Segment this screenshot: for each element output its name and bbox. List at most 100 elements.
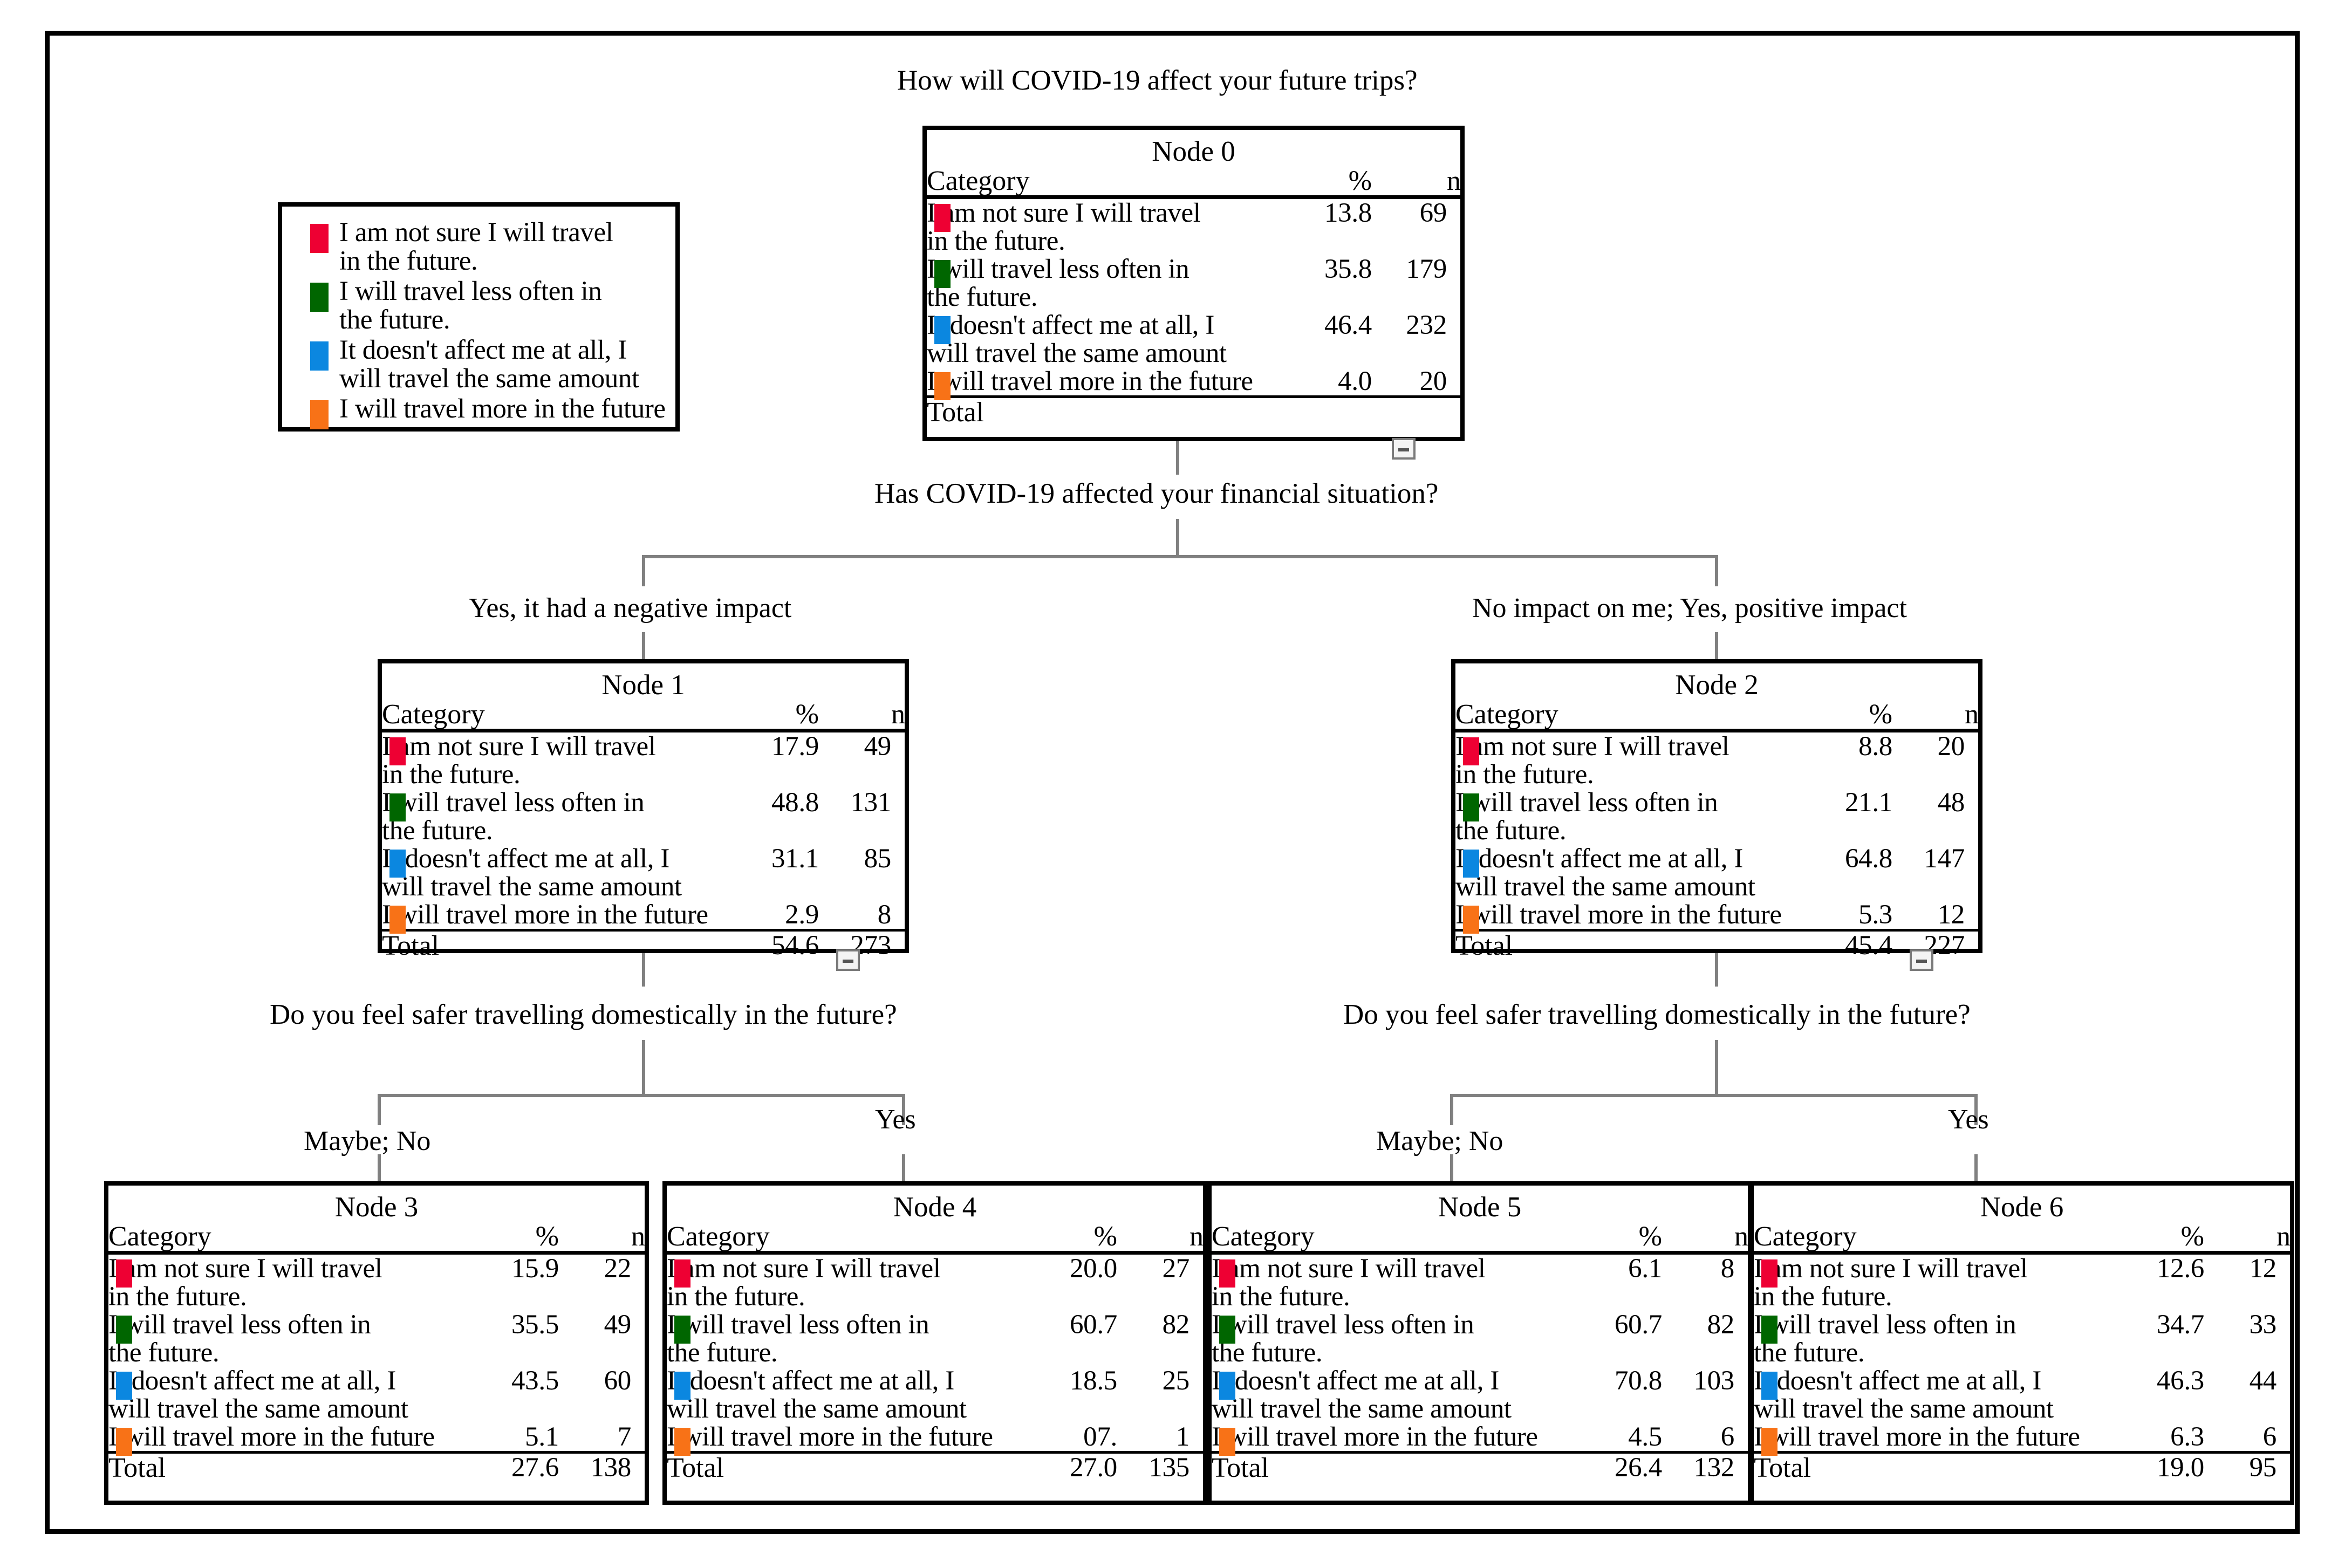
table-total-row: Total 19.0 95 bbox=[1754, 1453, 2291, 1483]
category-label: It doesn't affect me at all, I will trav… bbox=[1754, 1366, 2054, 1425]
n-value: 20 bbox=[1419, 366, 1447, 397]
category-label: It doesn't affect me at all, I will trav… bbox=[1455, 844, 1755, 902]
collapse-button-node-2[interactable] bbox=[1910, 949, 1933, 971]
node-5-title: Node 5 bbox=[1438, 1192, 1522, 1223]
category-label: I am not sure I will travel in the futur… bbox=[382, 731, 656, 790]
swatch-icon bbox=[116, 1259, 132, 1288]
connector-line bbox=[378, 1094, 381, 1125]
node-2-box[interactable]: Node 2 Category % n I am not sure I will… bbox=[1451, 659, 1982, 961]
connector-line bbox=[1176, 441, 1179, 475]
total-label: Total bbox=[1455, 930, 1513, 962]
connector-line bbox=[1715, 1040, 1718, 1095]
connector-line bbox=[1715, 555, 1718, 586]
node-3-box[interactable]: Node 3 Category % n I am not sure I will… bbox=[104, 1181, 649, 1505]
node-0-box[interactable]: Node 0 Category % n I am not sure I will… bbox=[922, 126, 1465, 441]
category-label: I will travel less often in the future. bbox=[1754, 1310, 2016, 1368]
category-label: It doesn't affect me at all, I will trav… bbox=[927, 310, 1227, 369]
connector-line bbox=[902, 1154, 905, 1182]
category-label: I am not sure I will travel in the futur… bbox=[667, 1254, 941, 1312]
split-2-question: Do you feel safer travelling domesticall… bbox=[1343, 999, 1971, 1030]
header-percent: % bbox=[1638, 1221, 1662, 1252]
n-value: 82 bbox=[1162, 1310, 1190, 1340]
swatch-icon bbox=[116, 1372, 132, 1400]
category-label: I will travel less often in the future. bbox=[667, 1310, 929, 1368]
node-6-box[interactable]: Node 6 Category % n I am not sure I will… bbox=[1749, 1181, 2294, 1505]
node-1-title: Node 1 bbox=[601, 669, 685, 701]
category-label: I will travel less often in the future. bbox=[927, 254, 1189, 313]
table-row: It doesn't affect me at all, I will trav… bbox=[1455, 845, 1979, 901]
percent-value: 5.3 bbox=[1858, 900, 1892, 930]
node-5-box[interactable]: Node 5 Category % n I am not sure I will… bbox=[1207, 1181, 1752, 1505]
table-row: It doesn't affect me at all, I will trav… bbox=[667, 1367, 1204, 1423]
split-2-branch-label-left: Maybe; No bbox=[1376, 1126, 1503, 1156]
total-label: Total bbox=[667, 1453, 724, 1484]
percent-value: 2.9 bbox=[785, 900, 819, 930]
table-total-row: Total 26.4 132 bbox=[1212, 1453, 1748, 1483]
minus-icon bbox=[1916, 960, 1927, 963]
total-label: Total bbox=[108, 1453, 166, 1484]
percent-value: 6.3 bbox=[2170, 1422, 2204, 1453]
n-value: 22 bbox=[604, 1254, 632, 1284]
root-question-label: How will COVID-19 affect your future tri… bbox=[897, 65, 1418, 96]
table-row: I will travel less often in the future. … bbox=[1212, 1311, 1748, 1367]
swatch-icon bbox=[1463, 906, 1479, 934]
percent-value: 48.8 bbox=[771, 788, 819, 818]
node-1-box[interactable]: Node 1 Category % n I am not sure I will… bbox=[378, 659, 909, 961]
header-n: n bbox=[891, 699, 905, 730]
table-row: It doesn't affect me at all, I will trav… bbox=[927, 311, 1461, 367]
table-row: I will travel more in the future 4.5 6 bbox=[1212, 1423, 1748, 1456]
n-value: 1 bbox=[1175, 1422, 1190, 1453]
total-n: 132 bbox=[1693, 1453, 1734, 1483]
table-total-row: Total 27.0 135 bbox=[667, 1453, 1204, 1483]
n-value: 12 bbox=[1937, 900, 1965, 930]
swatch-icon bbox=[1761, 1316, 1777, 1344]
swatch-icon bbox=[1219, 1372, 1235, 1400]
legend-list: I am not sure I will travel in the futur… bbox=[304, 218, 670, 430]
header-n: n bbox=[1447, 166, 1461, 196]
table-row: I am not sure I will travel in the futur… bbox=[382, 731, 905, 789]
swatch-icon bbox=[934, 316, 951, 345]
table-row: I will travel more in the future 4.0 20 bbox=[927, 366, 1461, 401]
collapse-button-node-0[interactable] bbox=[1392, 438, 1416, 460]
category-label: I am not sure I will travel in the futur… bbox=[927, 198, 1201, 257]
total-n: 138 bbox=[590, 1453, 631, 1483]
header-percent: % bbox=[535, 1221, 559, 1252]
percent-value: 31.1 bbox=[771, 844, 819, 874]
swatch-icon bbox=[1219, 1259, 1235, 1288]
table-row: I will travel more in the future 2.9 8 bbox=[382, 900, 905, 934]
category-label: I will travel more in the future bbox=[108, 1423, 456, 1456]
swatch-icon bbox=[1219, 1316, 1235, 1344]
collapse-button-node-1[interactable] bbox=[836, 949, 860, 971]
n-value: 60 bbox=[604, 1366, 632, 1396]
category-label: I will travel less often in the future. bbox=[1212, 1310, 1474, 1368]
n-value: 44 bbox=[2249, 1366, 2277, 1396]
swatch-icon bbox=[674, 1316, 690, 1344]
node-4-box[interactable]: Node 4 Category % n I am not sure I will… bbox=[662, 1181, 1207, 1505]
swatch-icon bbox=[1463, 850, 1479, 878]
connector-line bbox=[1176, 519, 1179, 557]
header-percent: % bbox=[2180, 1221, 2204, 1252]
node-4-title: Node 4 bbox=[893, 1192, 977, 1223]
table-header-row: Category % n bbox=[108, 1223, 645, 1251]
node-3-title: Node 3 bbox=[334, 1192, 419, 1223]
category-label: I will travel more in the future bbox=[667, 1423, 1015, 1456]
connector-line bbox=[642, 555, 645, 586]
n-value: 25 bbox=[1162, 1366, 1190, 1396]
split-1-question: Do you feel safer travelling domesticall… bbox=[270, 999, 897, 1030]
swatch-icon bbox=[389, 850, 406, 878]
n-value: 12 bbox=[2249, 1254, 2277, 1284]
category-label: I will travel less often in the future. bbox=[1455, 788, 1718, 846]
connector-line bbox=[642, 1040, 645, 1095]
legend-swatch-icon bbox=[310, 341, 329, 371]
n-value: 85 bbox=[864, 844, 892, 874]
table-row: It doesn't affect me at all, I will trav… bbox=[108, 1367, 645, 1423]
percent-value: 5.1 bbox=[525, 1422, 559, 1453]
table-row: It doesn't affect me at all, I will trav… bbox=[1754, 1367, 2291, 1423]
percent-value: 07. bbox=[1083, 1422, 1117, 1453]
swatch-icon bbox=[934, 204, 951, 232]
connector-line bbox=[1715, 632, 1718, 666]
n-value: 69 bbox=[1419, 198, 1447, 228]
legend-swatch-icon bbox=[310, 224, 329, 253]
header-percent: % bbox=[795, 699, 819, 730]
